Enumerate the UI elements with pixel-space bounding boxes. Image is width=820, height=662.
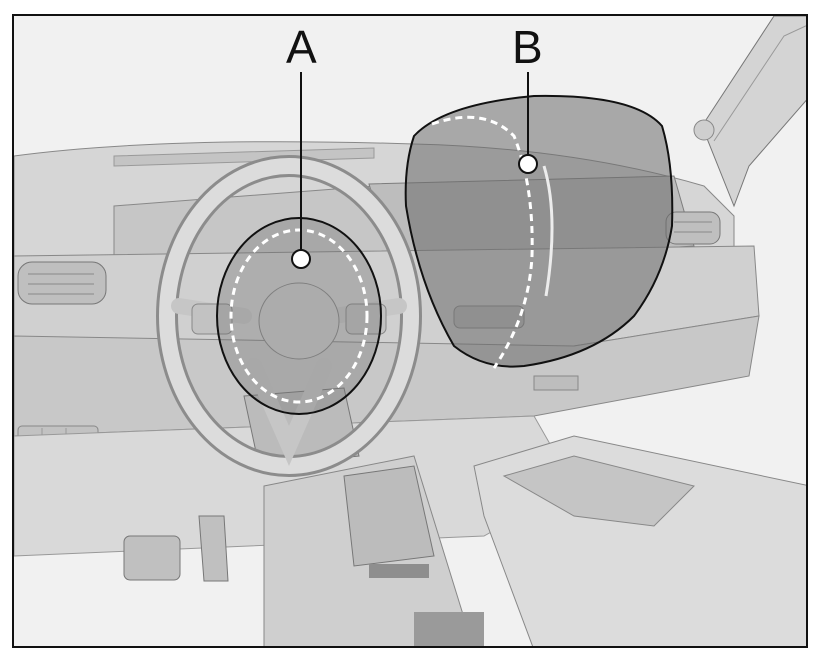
glovebox-handle [533, 375, 579, 391]
passenger-airbag-highlight [542, 165, 554, 297]
console-mat [369, 564, 429, 578]
callout-label-a: A [286, 21, 317, 73]
diagram-frame: A B [12, 14, 808, 648]
steering-left-controls [191, 303, 233, 335]
accelerator-pedal [198, 515, 229, 582]
defrost-vent [113, 147, 375, 167]
steering-wheel-icon [156, 155, 422, 477]
driver-airbag-zone [216, 217, 382, 415]
callout-marker-icon [518, 154, 538, 174]
door-armrest [502, 455, 695, 527]
steering-wheel-rim-highlight [159, 158, 419, 474]
right-air-vent [665, 211, 721, 245]
airbag-location-illustration [14, 16, 806, 646]
floor-mat [414, 612, 484, 646]
left-air-vent [17, 261, 107, 305]
a-pillar-edge [713, 25, 806, 142]
pillar-knob [693, 119, 715, 141]
passenger-airbag-outline [431, 115, 534, 369]
console-tray [343, 465, 435, 567]
callout-label-b: B [512, 21, 543, 73]
steering-hub [258, 282, 340, 360]
driver-airbag-outline [229, 228, 369, 404]
callout-marker-icon [291, 249, 311, 269]
a-pillar [701, 16, 806, 208]
passenger-airbag-zone [404, 94, 674, 368]
brake-pedal [123, 535, 181, 581]
